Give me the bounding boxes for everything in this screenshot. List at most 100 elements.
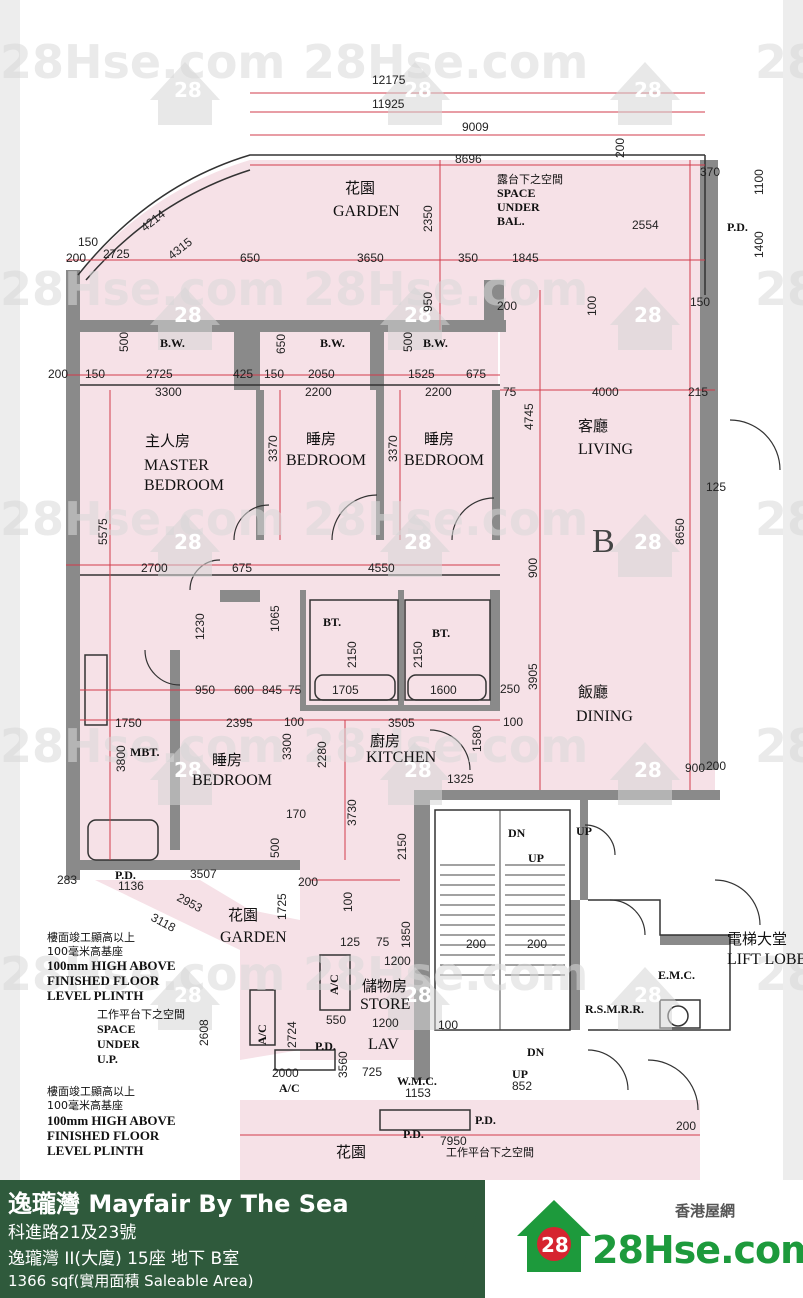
washing-machine-label: W.M.C. <box>397 1074 437 1088</box>
dim-label: 100 <box>585 296 599 316</box>
dim-label: 75 <box>288 683 302 697</box>
watermark-text: 28Hse.com <box>303 492 588 546</box>
watermark-text: 28Hse.com <box>303 35 588 89</box>
dim-label: 200 <box>66 251 86 265</box>
dim-label: 4550 <box>368 561 395 575</box>
dim-label: 9009 <box>462 120 489 134</box>
dim-label: 550 <box>326 1013 346 1027</box>
dim-label: 1400 <box>752 231 766 258</box>
bathroom-label: BT. <box>432 626 450 640</box>
door-swings <box>144 419 781 1111</box>
dim-label: 200 <box>613 138 627 158</box>
dim-label: 200 <box>706 759 726 773</box>
footer-slant <box>455 1180 485 1298</box>
plinth-note: 100mm HIGH ABOVE <box>47 958 176 973</box>
master-bedroom-label-en: BEDROOM <box>144 477 224 494</box>
watermark-text: 28Hse.com <box>755 262 803 316</box>
dim-label: 170 <box>286 807 306 821</box>
dim-label: 1750 <box>115 716 142 730</box>
dim-label: 1705 <box>332 683 359 697</box>
dim-label: 950 <box>195 683 215 697</box>
garden-bottom-label-cn: 花園 <box>228 906 258 924</box>
dim-label: 75 <box>376 935 390 949</box>
bedroom-label-cn: 睡房 <box>424 430 454 448</box>
pipe-duct-label: P.D. <box>315 1039 336 1053</box>
dim-label: 350 <box>458 251 478 265</box>
plinth-note: FINISHED FLOOR <box>47 1128 160 1143</box>
space-under-balcony-note: UNDER <box>497 200 540 214</box>
stair-up-label: UP <box>528 851 544 865</box>
plinth-note: LEVEL PLINTH <box>47 988 143 1003</box>
lift-lobby-label-en: LIFT LOBBY <box>727 951 803 968</box>
bedroom-label-en: BEDROOM <box>286 452 366 469</box>
dim-label: 900 <box>685 761 705 775</box>
dim-label: 2700 <box>141 561 168 575</box>
watermark-text: 28Hse.com <box>755 492 803 546</box>
dim-label: 370 <box>700 165 720 179</box>
plinth-note-cn: 樓面竣工顯高以上 <box>47 930 135 944</box>
dim-label: 125 <box>706 480 726 494</box>
watermark-text: 28Hse.com <box>0 719 285 773</box>
ac-label: A/C <box>255 1024 269 1045</box>
plinth-note-cn: 樓面竣工顯高以上 <box>47 1084 135 1098</box>
dim-label: 3300 <box>155 385 182 399</box>
dim-label: 3370 <box>386 435 400 462</box>
dim-label: 1325 <box>447 772 474 786</box>
dim-label: 75 <box>503 385 517 399</box>
floor-plan: 28Hse.com 28Hse.com 28Hse.com 28Hse.com … <box>0 0 803 1180</box>
plinth-note: 100mm HIGH ABOVE <box>47 1113 176 1128</box>
watermark-number: 28 <box>404 303 432 327</box>
space-under-balcony-note: SPACE <box>497 186 535 200</box>
dim-label: 100 <box>284 715 304 729</box>
dim-label: 3650 <box>357 251 384 265</box>
bathroom-label: BT. <box>323 615 341 629</box>
watermark-number: 28 <box>174 983 202 1007</box>
dim-label: 2050 <box>308 367 335 381</box>
dim-label: 1200 <box>384 954 411 968</box>
dim-label: 1600 <box>430 683 457 697</box>
dim-label: 3370 <box>266 435 280 462</box>
dim-label: 200 <box>497 299 517 313</box>
dim-label: 200 <box>676 1119 696 1133</box>
dim-label: 2150 <box>345 641 359 668</box>
dim-label: 100 <box>438 1018 458 1032</box>
watermark-text: 28Hse.com <box>755 947 803 1001</box>
dim-label: 8696 <box>455 152 482 166</box>
watermark-text: 28Hse.com <box>0 35 285 89</box>
dim-label: 675 <box>232 561 252 575</box>
watermark-number: 28 <box>634 530 662 554</box>
dim-label: 2725 <box>146 367 173 381</box>
dim-label: 215 <box>688 385 708 399</box>
dim-label: 1525 <box>408 367 435 381</box>
pipe-duct-label: P.D. <box>403 1127 424 1141</box>
bedroom-label-cn: 睡房 <box>212 751 242 769</box>
fixture-labels: BT. BT. MBT. LAV W.M.C. P.D. P.D. P.D. P… <box>115 220 748 1141</box>
watermark-number: 28 <box>174 530 202 554</box>
lavatory-label: LAV <box>368 1036 399 1053</box>
pipe-duct-label: P.D. <box>115 868 136 882</box>
stair-up-label: UP <box>512 1067 528 1081</box>
dim-label: 1153 <box>405 1086 431 1100</box>
dim-label: 3800 <box>114 745 128 772</box>
plinth-note: LEVEL PLINTH <box>47 1143 143 1158</box>
dim-label: 8650 <box>673 518 687 545</box>
watermark-number: 28 <box>174 758 202 782</box>
bedroom-label-en: BEDROOM <box>192 772 272 789</box>
watermark-number: 28 <box>404 983 432 1007</box>
dim-label: 845 <box>262 683 282 697</box>
dim-label: 150 <box>690 295 710 309</box>
dim-label: 2280 <box>315 741 329 768</box>
dim-label: 675 <box>466 367 486 381</box>
dim-label: 125 <box>340 935 360 949</box>
dim-label: 1230 <box>193 613 207 640</box>
garden-foot-label-cn: 花園 <box>336 1143 366 1161</box>
dim-label: 1580 <box>470 725 484 752</box>
dim-label: 3905 <box>526 663 540 690</box>
dim-label: 950 <box>421 292 435 312</box>
plinth-note-cn: 100毫米高基座 <box>47 1098 123 1112</box>
watermark-number: 28 <box>634 78 662 102</box>
dim-label: 200 <box>298 875 318 889</box>
dim-label: 250 <box>500 682 520 696</box>
dim-label: 5575 <box>96 518 110 545</box>
bay-window-label: B.W. <box>423 336 448 350</box>
